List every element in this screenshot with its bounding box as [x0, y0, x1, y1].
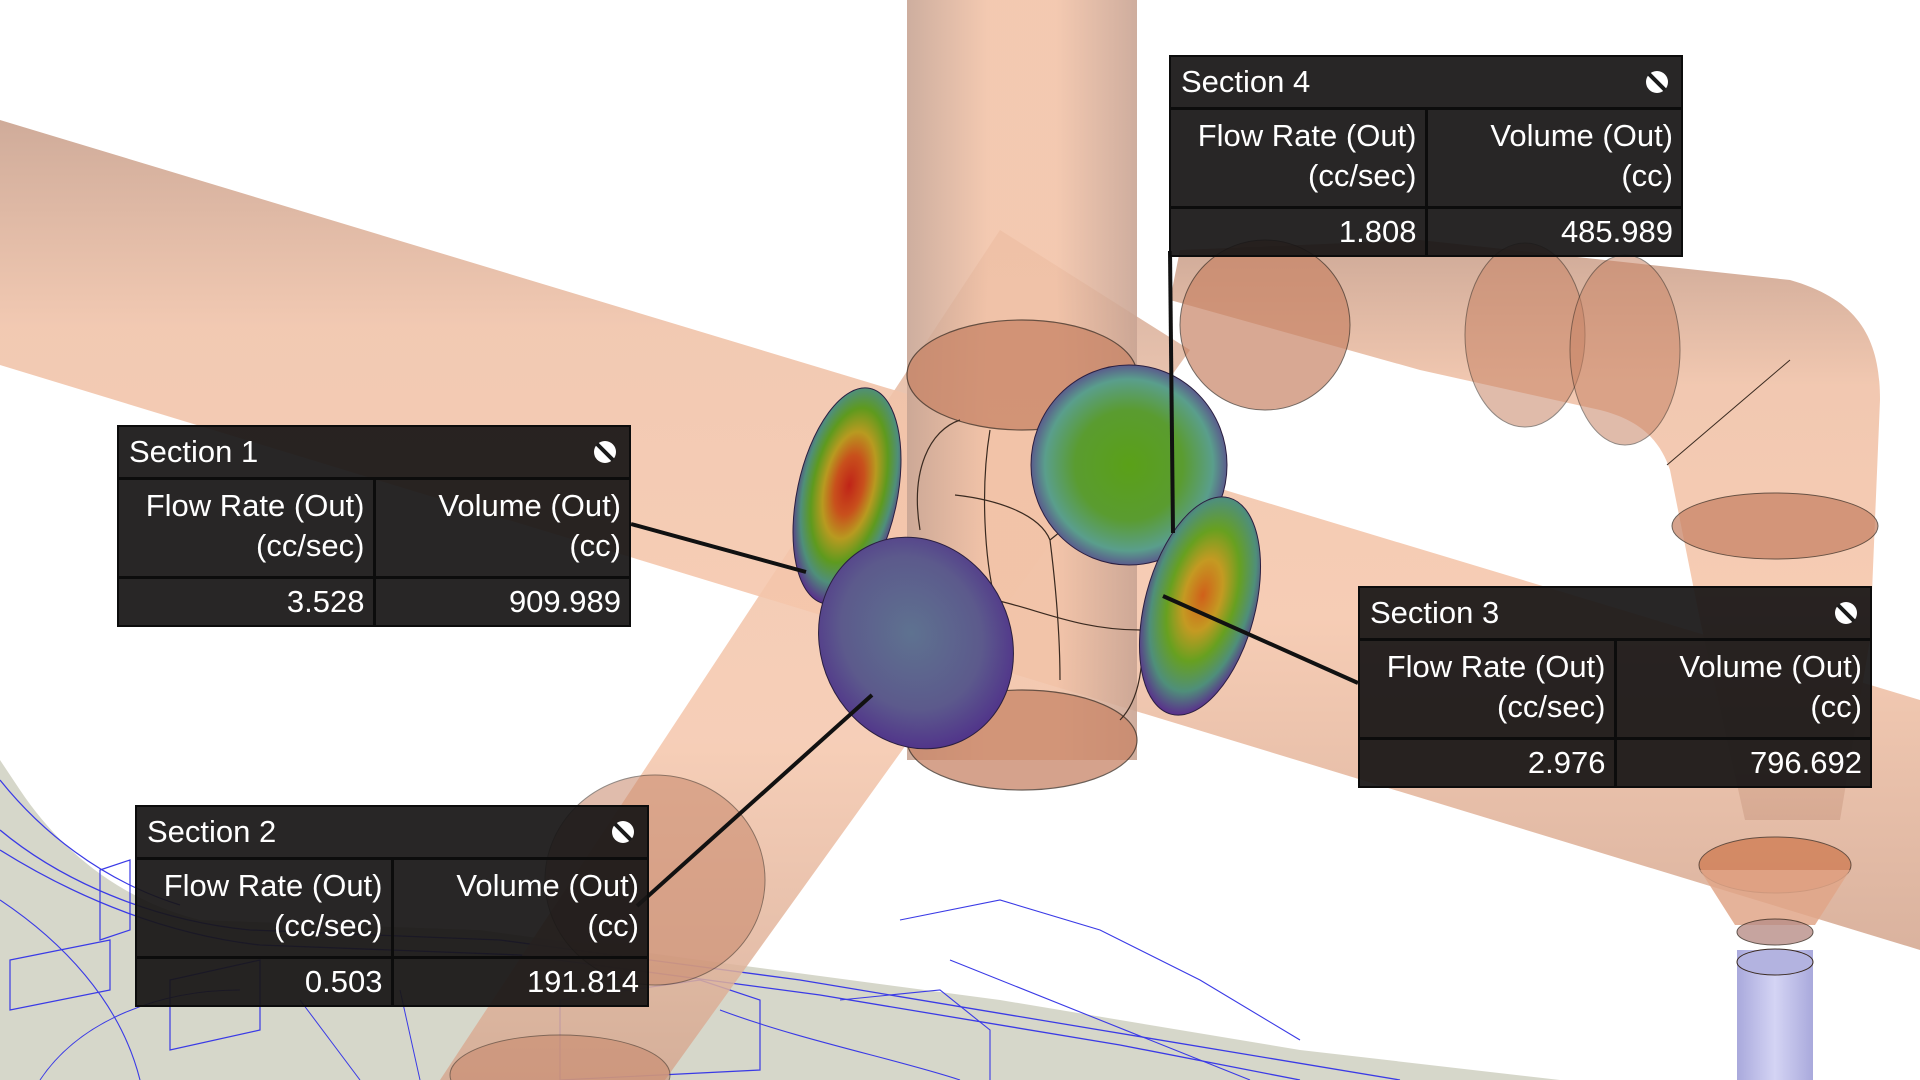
hide-icon[interactable]: [1645, 70, 1669, 94]
flow-rate-value: 3.528: [119, 577, 376, 625]
section-panel-header: Section 1: [119, 427, 629, 480]
volume-value: 796.692: [1749, 745, 1862, 780]
hide-icon[interactable]: [611, 820, 635, 844]
section-panel-header: Section 2: [137, 807, 647, 860]
section-data-table: Flow Rate (Out)(cc/sec) Volume (Out)(cc)…: [1360, 641, 1870, 786]
nozzle-tube: [1736, 948, 1814, 1080]
section-panel-header: Section 3: [1360, 588, 1870, 641]
leader-lines: [630, 250, 1359, 908]
junction-mesh: [916, 419, 1143, 721]
section-title: Section 1: [129, 434, 259, 469]
pipe-vertical-top: [906, 0, 1138, 791]
flow-rate-header: Flow Rate (Out)(cc/sec): [137, 860, 394, 959]
section-3-disk[interactable]: [1118, 484, 1282, 729]
hide-icon[interactable]: [1834, 601, 1858, 625]
flow-rate-value: 2.976: [1360, 738, 1617, 786]
section-title: Section 4: [1181, 64, 1311, 99]
flow-rate-header: Flow Rate (Out)(cc/sec): [1171, 110, 1428, 209]
section-title: Section 2: [147, 814, 277, 849]
flow-rate-value: 1.808: [1171, 207, 1428, 255]
volume-value: 485.989: [1560, 214, 1673, 249]
volume-header: Volume (Out)(cc): [1426, 110, 1681, 209]
section-4-disk[interactable]: [1030, 364, 1228, 566]
flow-rate-value: 0.503: [137, 957, 394, 1005]
flow-rate-header: Flow Rate (Out)(cc/sec): [119, 480, 376, 579]
section-2-panel[interactable]: Section 2 Flow Rate (Out)(cc/sec) Volume…: [135, 805, 649, 1007]
pipe-elbow-right: [1170, 239, 1880, 946]
section-3-panel[interactable]: Section 3 Flow Rate (Out)(cc/sec) Volume…: [1358, 586, 1872, 788]
section-4-panel[interactable]: Section 4 Flow Rate (Out)(cc/sec) Volume…: [1169, 55, 1683, 257]
volume-header: Volume (Out)(cc): [374, 480, 629, 579]
volume-value: 909.989: [508, 584, 621, 619]
section-data-table: Flow Rate (Out)(cc/sec) Volume (Out)(cc)…: [119, 480, 629, 625]
hide-icon[interactable]: [593, 440, 617, 464]
volume-header: Volume (Out)(cc): [392, 860, 647, 959]
section-data-table: Flow Rate (Out)(cc/sec) Volume (Out)(cc)…: [1171, 110, 1681, 255]
section-title: Section 3: [1370, 595, 1500, 630]
volume-value: 191.814: [526, 964, 639, 999]
section-2-disk[interactable]: [784, 505, 1047, 781]
flow-rate-header: Flow Rate (Out)(cc/sec): [1360, 641, 1617, 740]
section-panel-header: Section 4: [1171, 57, 1681, 110]
volume-header: Volume (Out)(cc): [1615, 641, 1870, 740]
section-1-panel[interactable]: Section 1 Flow Rate (Out)(cc/sec) Volume…: [117, 425, 631, 627]
section-data-table: Flow Rate (Out)(cc/sec) Volume (Out)(cc)…: [137, 860, 647, 1005]
